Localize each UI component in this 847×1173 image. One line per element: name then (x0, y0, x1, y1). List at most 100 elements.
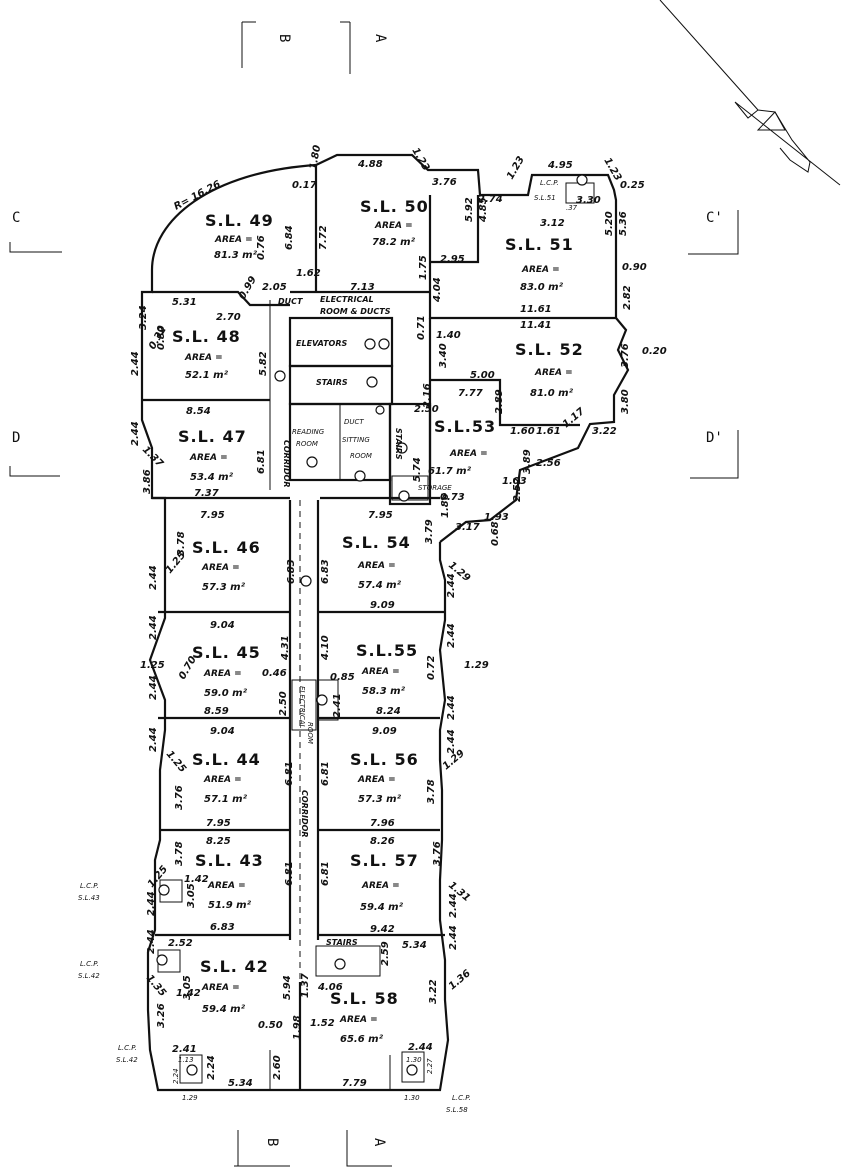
dimension: 1.25 (140, 660, 165, 671)
electrical-room-label: ROOM (306, 722, 314, 744)
dimension: 3.78 (426, 779, 437, 804)
elevators-label: ELEVATORS (296, 339, 348, 348)
dimension: 8.59 (204, 706, 229, 717)
dimension: 3.05 (186, 883, 197, 908)
dimension: 3.24 (138, 305, 149, 330)
dimension: .37 (566, 204, 578, 212)
dimension: 5.36 (618, 211, 629, 236)
lcp-label: L.C.P. (80, 960, 99, 968)
dimension: 1.13 (178, 1056, 194, 1064)
dimension: 2.44 (148, 565, 159, 590)
lcp-symbol-icon (156, 954, 168, 966)
dimension: 0.46 (262, 668, 287, 679)
dimension: 5.92 (464, 197, 475, 222)
dimension: 2.44 (146, 891, 157, 916)
dimension: 4.95 (547, 160, 573, 171)
dimension: 2.52 (512, 477, 523, 502)
dimension: 5.74 (412, 457, 423, 482)
dimension: 2.44 (148, 615, 159, 640)
area-label: AREA = (357, 561, 396, 571)
dimension: 2.44 (130, 351, 141, 376)
area-label: AREA = (203, 775, 242, 785)
dimension: R= 16.26 (172, 179, 222, 213)
dimension: 1.98 (292, 1015, 303, 1040)
area-label: AREA = (361, 667, 400, 677)
north-arrow-icon (659, 0, 841, 186)
lot-51: S.L. 51 AREA = 83.0 m² (505, 235, 574, 293)
dimension: 0.20 (642, 346, 667, 357)
dimension: 3.89 (522, 449, 533, 474)
dimension: 6.83 (286, 559, 297, 584)
dimension: 4.85 (478, 197, 489, 223)
lot-name: S.L. 43 (195, 851, 264, 870)
lcp-label: L.C.P. (80, 882, 99, 890)
area-label: AREA = (534, 368, 573, 378)
stairs-label: STAIRS (394, 428, 403, 460)
dimension: 2.50 (414, 404, 439, 415)
dimension: 3.17 (455, 522, 480, 533)
dimension: 1.75 (418, 255, 429, 280)
dimension: 6.81 (284, 861, 295, 886)
interior-walls (142, 165, 616, 1090)
dimension: 7.72 (318, 225, 329, 250)
dimension: 1.23 (601, 156, 623, 183)
dimension: 5.31 (172, 297, 197, 308)
dimension: 2.50 (278, 691, 289, 716)
dimension: 2.24 (172, 1068, 180, 1084)
area-label: AREA = (203, 669, 242, 679)
dimension: 0.70 (177, 655, 199, 682)
storage-label: STORAGE (418, 484, 452, 492)
dimension: 2.44 (448, 925, 459, 950)
lot-43: S.L. 43 AREA = 51.9 m² (195, 851, 264, 911)
dimension: 2.70 (216, 312, 241, 323)
dimension: 2.74 (478, 194, 503, 205)
area-label: AREA = (184, 353, 223, 363)
dimension: 1.52 (310, 1018, 335, 1029)
stairs-label: STAIRS (316, 378, 348, 387)
area-value: 52.1 m² (185, 370, 229, 381)
area-label: AREA = (214, 235, 253, 245)
lot-48: S.L. 48 AREA = 52.1 m² (172, 327, 240, 381)
electrical-symbol-icon (316, 694, 328, 706)
dimension: 7.96 (370, 818, 395, 829)
lcp-label: S.L.42 (116, 1056, 138, 1064)
lot-56: S.L. 56 AREA = 57.3 m² (350, 750, 418, 805)
area-value: 51.9 m² (208, 900, 252, 911)
lot-name: S.L. 50 (360, 197, 429, 216)
dimension: 0.25 (620, 180, 645, 191)
lot-name: S.L. 52 (515, 340, 584, 359)
dimension: 1.03 (502, 476, 527, 487)
section-c: C (12, 210, 20, 226)
dimension: 8.26 (370, 836, 395, 847)
lot-name: S.L. 51 (505, 235, 574, 254)
lot-57: S.L. 57 AREA = 59.4 m² (350, 851, 419, 913)
dimension: 3.12 (540, 218, 565, 229)
lcp-symbol-icon (576, 174, 588, 186)
lot-name: S.L.53 (434, 417, 496, 436)
dimension: 5.94 (282, 975, 293, 1000)
dimension: 2.44 (448, 893, 459, 918)
dimension: 8.54 (186, 406, 211, 417)
dimension: 7.95 (368, 510, 393, 521)
dimension: 5.20 (604, 211, 615, 236)
electrical-room-label: ELECTRICAL (320, 295, 374, 304)
dimension: 5.34 (402, 940, 427, 951)
dimension: 3.76 (432, 177, 457, 188)
stairs-symbol-icon (396, 442, 408, 454)
dimension: 6.83 (210, 922, 235, 933)
lcp-symbol-icon (186, 1064, 198, 1076)
lot-name: S.L. 57 (350, 851, 419, 870)
dimension: 1.25 (164, 749, 188, 775)
room-labels: DUCT ELECTRICAL ROOM & DUCTS ELEVATORS S… (78, 179, 559, 1114)
sitting-room-label: SITTING (342, 436, 370, 444)
dimension: 2.95 (440, 254, 465, 265)
dimension: 5.00 (470, 370, 495, 381)
section-markers: B A B A C C' D D' (9, 21, 739, 1167)
dimension: 4.88 (357, 159, 383, 170)
dimension: 2.52 (168, 938, 193, 949)
area-value: 57.3 m² (358, 794, 402, 805)
dimension: 7.13 (350, 282, 375, 293)
dimension: 1.80 (308, 144, 323, 170)
dimension: 1.61 (536, 426, 561, 437)
